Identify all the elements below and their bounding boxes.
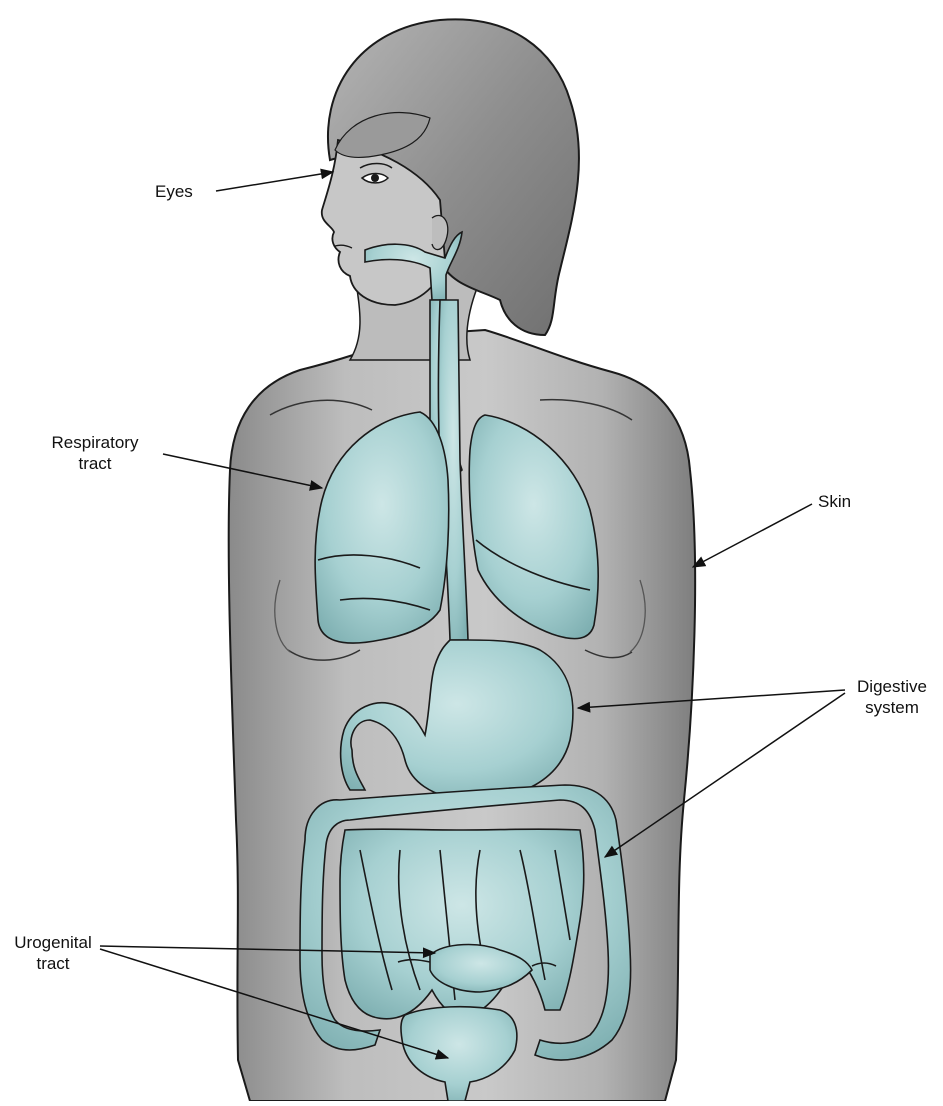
label-urogenital-tract: Urogenital tract [4,932,102,974]
leader-eyes [216,172,333,191]
label-digestive-system: Digestive system [845,676,939,718]
label-eyes: Eyes [155,181,193,202]
label-respiratory-tract: Respiratory tract [30,432,160,474]
label-skin: Skin [818,491,851,512]
leader-skin [693,504,812,567]
